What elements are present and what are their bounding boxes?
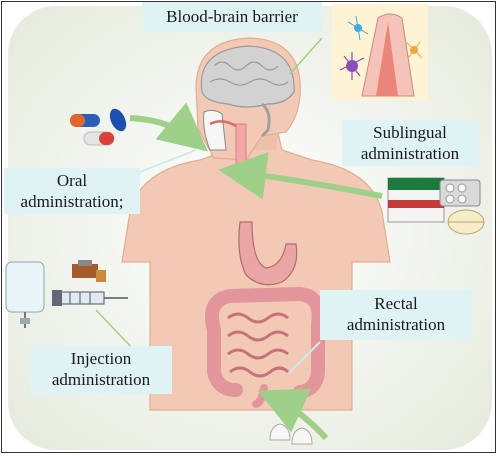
label-injection-line2: administration (51, 370, 151, 390)
tongue (209, 120, 237, 128)
iv-bag-icon (5, 261, 45, 328)
label-oral: Oral administration; (4, 168, 140, 214)
label-sublingual-line1: Sublingual (373, 123, 447, 142)
label-oral-line1: Oral (56, 171, 88, 190)
label-injection: Injection administration (30, 346, 172, 394)
label-blood-brain-barrier-text: Blood-brain barrier (166, 7, 298, 26)
label-sublingual-line2: administration (360, 144, 460, 164)
rectal-pointer-line (289, 341, 321, 373)
label-sublingual: Sublingual administration (342, 120, 478, 166)
bbb-pointer-line (289, 37, 323, 75)
label-injection-line1: Injection (70, 349, 132, 368)
brainstem (260, 102, 271, 138)
blood-vessel-lumen (376, 22, 398, 96)
rectal-suppository-icon (269, 423, 313, 445)
sublingual-arrow (218, 151, 383, 200)
capsule-pills-icon (70, 108, 127, 146)
vial-icon (72, 260, 106, 282)
label-rectal-line2: administration (346, 315, 446, 335)
oral-pointer-line (139, 149, 197, 173)
label-rectal-line1: Rectal (374, 294, 418, 313)
label-blood-brain-barrier: Blood-brain barrier (142, 2, 322, 32)
oral-arrow (129, 102, 208, 152)
label-oral-line2: administration; (20, 192, 124, 212)
microglia-processes (405, 41, 423, 59)
large-intestine-ascending (207, 323, 243, 397)
blister-pack-icon (387, 177, 485, 235)
stomach (238, 221, 298, 286)
rectal-arrow (257, 388, 329, 441)
brain-folds (209, 61, 289, 86)
large-intestine (205, 286, 326, 399)
esophagus (235, 123, 247, 165)
syringe-icon (52, 290, 128, 306)
astrocyte-processes (339, 52, 365, 80)
neuron-processes (347, 15, 369, 41)
label-rectal: Rectal administration (320, 290, 472, 340)
brain (200, 45, 295, 108)
injection-pointer-line (95, 309, 135, 351)
bbb-inset (332, 4, 428, 100)
small-intestine (227, 312, 290, 378)
